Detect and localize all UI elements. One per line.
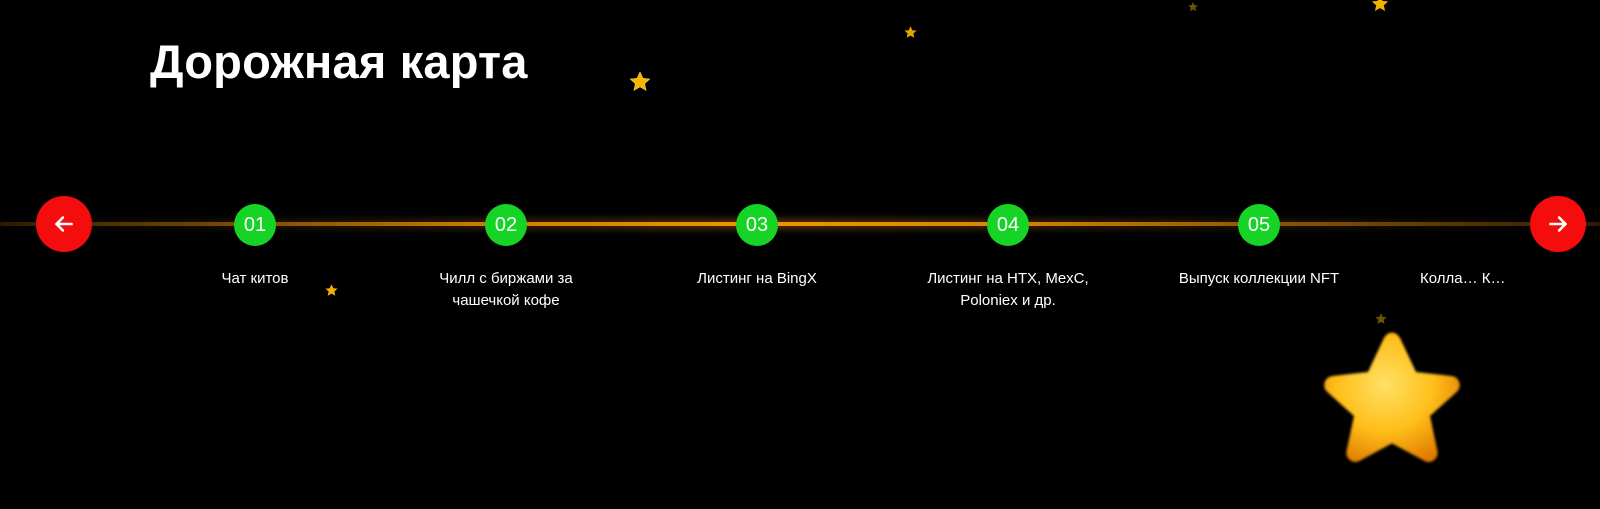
arrow-right-icon (1549, 216, 1567, 232)
milestone-label: Листинг на BingX (697, 270, 817, 287)
milestone-05: 05 Выпуск коллекции NFT (1159, 204, 1359, 290)
milestone-label: Листинг на HTX, MexC, Poloniex и др. (927, 270, 1089, 309)
milestone-number: 04 (987, 204, 1029, 246)
milestone-label: Колла… К… (1420, 270, 1506, 287)
star-icon (629, 71, 651, 91)
milestone-number: 02 (485, 204, 527, 246)
milestone-number: 05 (1238, 204, 1280, 246)
timeline-line (0, 222, 1600, 226)
prev-button[interactable] (36, 196, 92, 252)
star-icon (904, 26, 917, 38)
milestone-03: 03 Листинг на BingX (657, 204, 857, 290)
star-icon (1188, 2, 1198, 12)
milestone-label: Чилл с биржами за чашечкой кофе (439, 270, 573, 309)
milestone-01: 01 Чат китов (155, 204, 355, 290)
star-icon (1371, 0, 1389, 11)
star-icon (325, 284, 338, 296)
star-icon (1375, 313, 1387, 324)
milestone-02: 02 Чилл с биржами за чашечкой кофе (406, 204, 606, 312)
next-button[interactable] (1530, 196, 1586, 252)
milestone-04: 04 Листинг на HTX, MexC, Poloniex и др. (908, 204, 1108, 312)
milestone-number: 03 (736, 204, 778, 246)
milestone-label: Выпуск коллекции NFT (1178, 270, 1340, 287)
milestone-label: Чат китов (221, 270, 289, 287)
star-icon (1324, 332, 1460, 462)
page-title: Дорожная карта (150, 35, 528, 88)
arrow-left-icon (55, 216, 73, 232)
milestone-06-partial: Колла… К… (1420, 204, 1540, 290)
milestone-number: 01 (234, 204, 276, 246)
